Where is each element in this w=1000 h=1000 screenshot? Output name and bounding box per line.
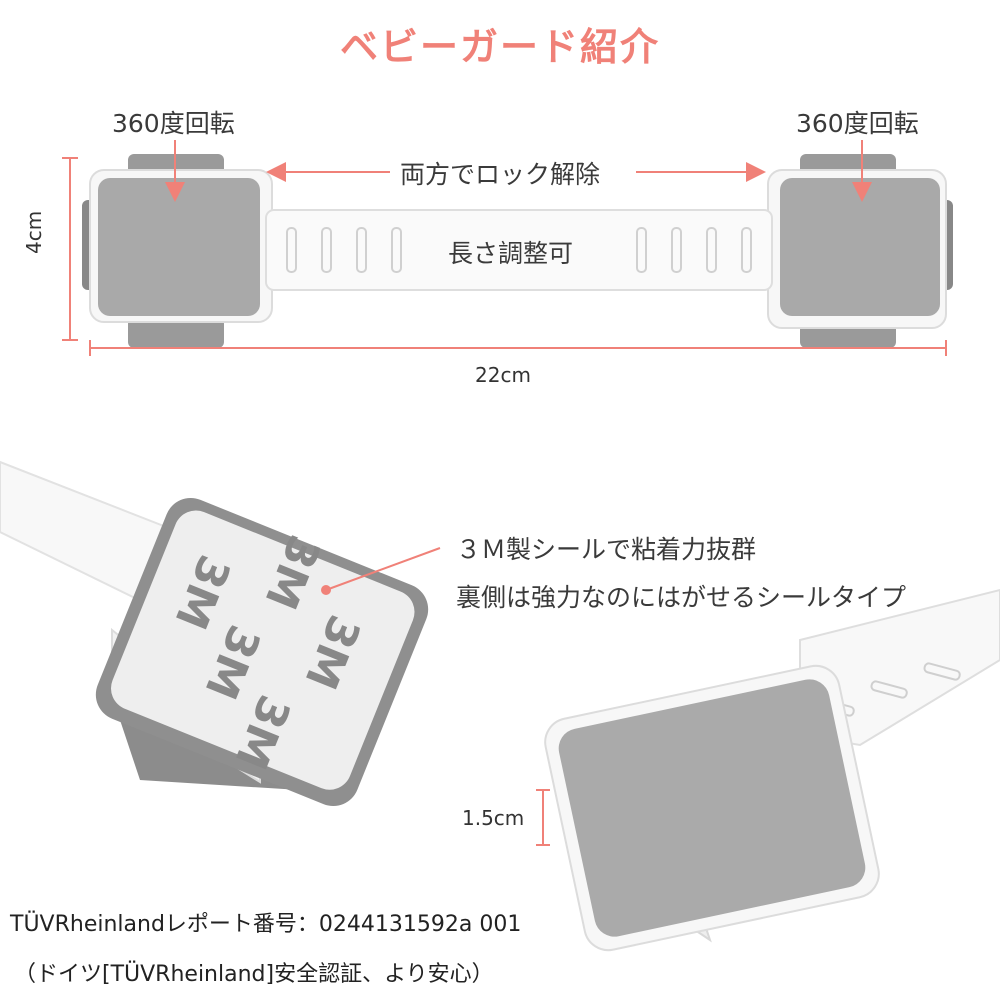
height-label: 4cm <box>22 210 46 254</box>
release-label: 両方でロック解除 <box>400 160 601 189</box>
sticker-line-2: 裏側は強力なのにはがせるシールタイプ <box>456 583 907 612</box>
page-title: ベビーガード紹介 <box>339 25 660 69</box>
report-number: TÜVRheinlandレポート番号：0244131592a 001 <box>10 912 522 937</box>
width-label: 22cm <box>475 363 531 387</box>
strap <box>265 209 773 291</box>
sticker-line-1: ３Ｍ製シールで粘着力抜群 <box>456 535 757 564</box>
thickness-label: 1.5cm <box>462 806 525 830</box>
certification-note: （ドイツ[TÜVRheinland]安全認証、より安心） <box>14 962 494 987</box>
left-lock-unit <box>82 154 273 348</box>
adhesive-back-unit <box>0 460 429 807</box>
right-lock-unit <box>767 154 953 348</box>
front-lock-unit <box>544 588 1000 952</box>
rotate-right-label: 360度回転 <box>796 109 919 138</box>
adhesive-pointer-line <box>325 547 441 591</box>
rotate-left-label: 360度回転 <box>112 109 235 138</box>
adjustable-label: 長さ調整可 <box>448 239 574 268</box>
